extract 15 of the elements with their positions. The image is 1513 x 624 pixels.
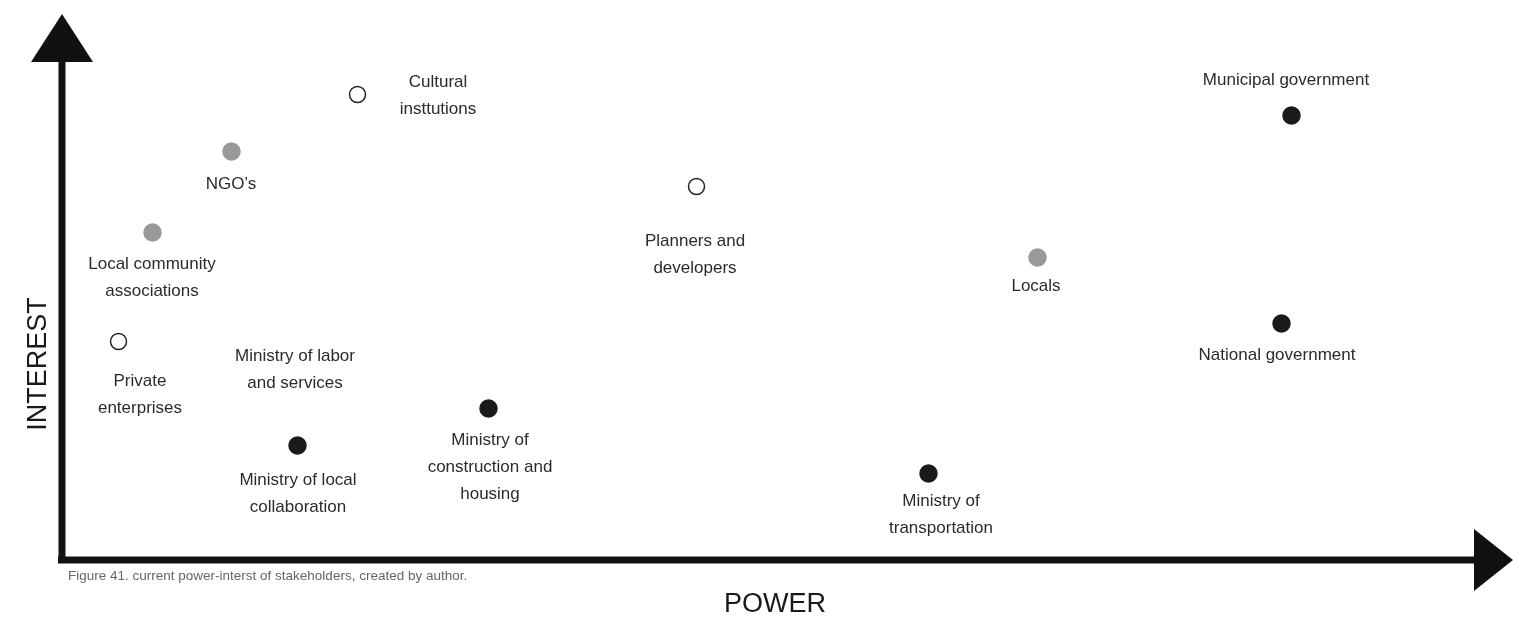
- stakeholder-label: Locals: [1010, 275, 1062, 297]
- axis-label: POWER: [724, 588, 826, 619]
- stakeholder-label: Cultural insttutions: [398, 71, 478, 120]
- stakeholder-label: Private enterprises: [96, 370, 184, 419]
- stakeholder-label: Municipal government: [1201, 69, 1371, 91]
- stakeholder-label: NGO’s: [204, 173, 258, 195]
- stakeholder-label: Planners and developers: [643, 230, 747, 279]
- stakeholder-label: Ministry of labor and services: [235, 345, 355, 394]
- stakeholder-label: Ministry of local collaboration: [238, 469, 358, 518]
- stakeholder-label: National government: [1197, 344, 1357, 366]
- figure-caption: Figure 41. current power-interst of stakeholders, created by author.: [68, 568, 468, 583]
- stakeholder-label: Ministry of transportation: [888, 490, 994, 539]
- axis-label: INTEREST: [20, 296, 53, 432]
- stakeholder-label: Ministry of construction and housing: [426, 429, 554, 505]
- stakeholder-label: Local community associations: [87, 253, 217, 302]
